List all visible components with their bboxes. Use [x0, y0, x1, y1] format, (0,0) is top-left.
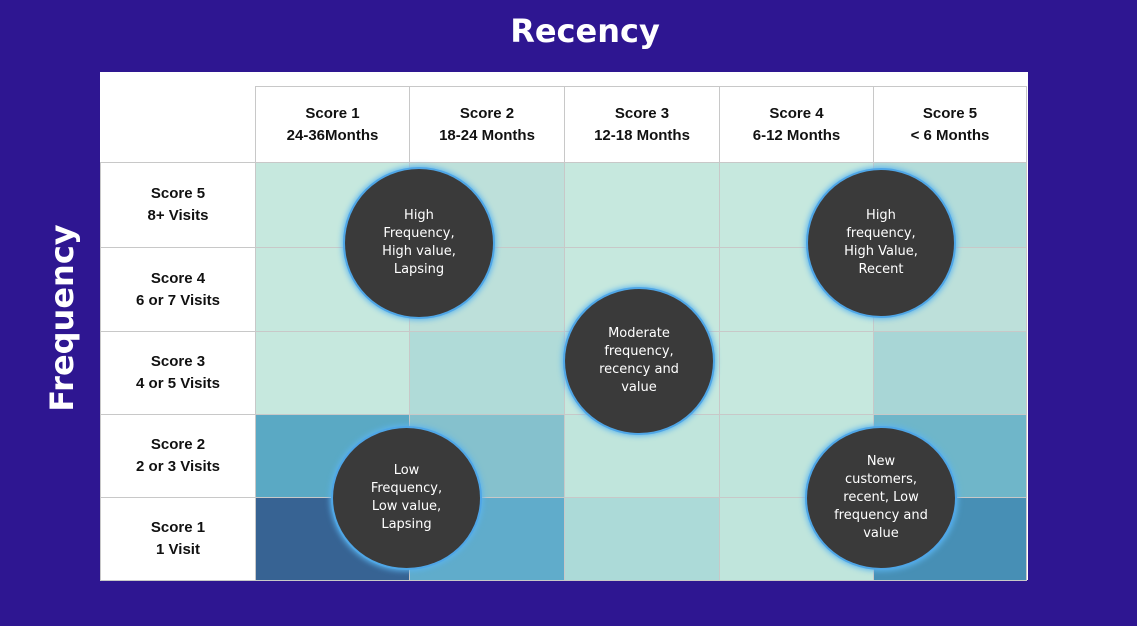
- segment-label: High Frequency, High value, Lapsing: [382, 208, 456, 277]
- grid-cell: [564, 497, 720, 581]
- column-header: Score 4 6-12 Months: [719, 86, 874, 163]
- segment-label: Moderate frequency, recency and value: [599, 326, 679, 395]
- segment-label: New customers, recent, Low frequency and…: [834, 454, 928, 541]
- row-header: Score 2 2 or 3 Visits: [100, 414, 256, 498]
- row-header: Score 5 8+ Visits: [100, 162, 256, 248]
- column-header: Score 5 < 6 Months: [873, 86, 1027, 163]
- segment-bubble: High frequency, High Value, Recent: [808, 170, 954, 316]
- frequency-axis-title: Frequency: [43, 224, 81, 412]
- segment-bubble: New customers, recent, Low frequency and…: [807, 428, 955, 568]
- row-header: Score 1 1 Visit: [100, 497, 256, 581]
- grid-cell: [564, 162, 720, 248]
- segment-label: High frequency, High Value, Recent: [844, 208, 918, 277]
- recency-axis-title: Recency: [510, 12, 660, 50]
- segment-bubble: High Frequency, High value, Lapsing: [345, 169, 493, 317]
- grid-cell: [409, 331, 565, 415]
- column-header: Score 3 12-18 Months: [564, 86, 720, 163]
- grid-cell: [719, 331, 874, 415]
- segment-bubble: Moderate frequency, recency and value: [565, 289, 713, 433]
- row-header: Score 4 6 or 7 Visits: [100, 247, 256, 332]
- column-header: Score 2 18-24 Months: [409, 86, 565, 163]
- segment-label: Low Frequency, Low value, Lapsing: [370, 463, 443, 532]
- row-header: Score 3 4 or 5 Visits: [100, 331, 256, 415]
- grid-cell: [873, 331, 1027, 415]
- grid-cell: [255, 331, 410, 415]
- segment-bubble: Low Frequency, Low value, Lapsing: [333, 428, 480, 568]
- column-header: Score 1 24-36Months: [255, 86, 410, 163]
